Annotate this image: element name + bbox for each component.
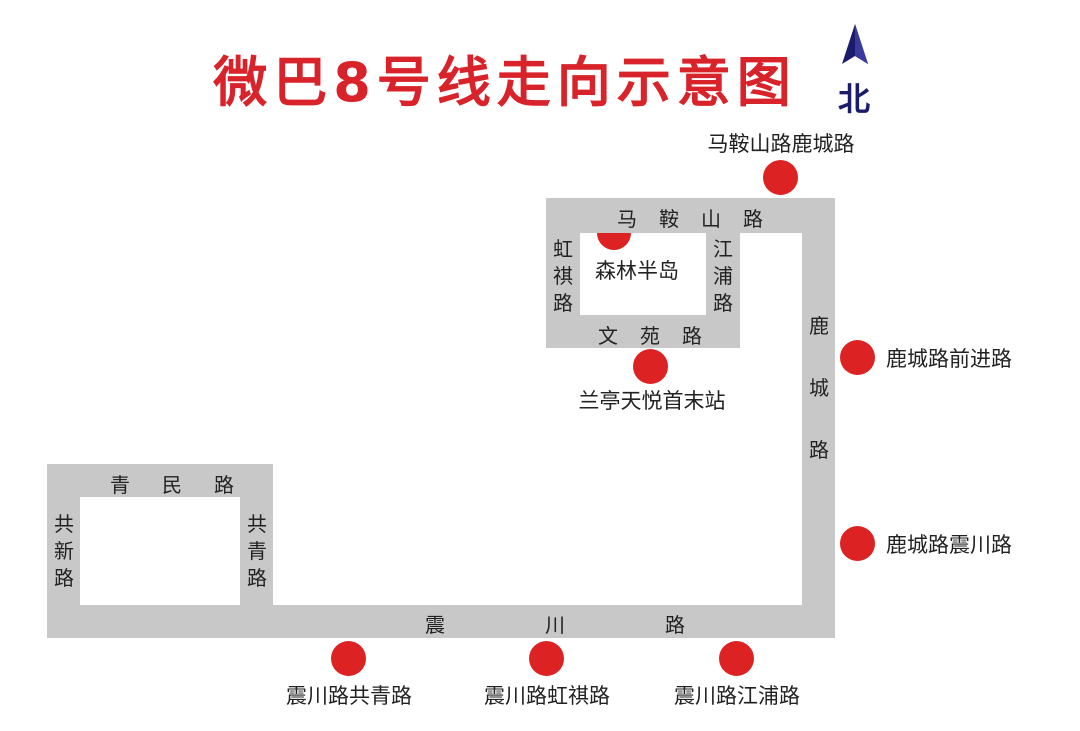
stop-label-zhenchuan-jiangpu: 震川路江浦路 — [674, 684, 800, 708]
stop-zhenchuan-gongqing[interactable] — [331, 641, 366, 676]
stop-lanting[interactable] — [633, 349, 668, 384]
road-label-qingmin: 青民路 — [110, 473, 266, 497]
stop-label-lucheng-zhenchuan: 鹿城路震川路 — [886, 533, 1012, 557]
stop-label-lanting: 兰亭天悦首末站 — [578, 389, 726, 413]
road-maanshan — [546, 198, 835, 233]
north-arrow-icon — [842, 24, 868, 64]
stop-label-zhenchuan-gongqing: 震川路共青路 — [286, 684, 412, 708]
stop-maanshan-lucheng[interactable] — [763, 160, 798, 195]
road-label-maanshan: 马鞍山路 — [617, 207, 785, 231]
map-title: 微巴8号线走向示意图 — [213, 51, 797, 114]
road-zhenchuan — [47, 605, 835, 638]
stop-zhenchuan-jiangpu[interactable] — [719, 641, 754, 676]
road-label-gongxin: 共新路 — [54, 512, 74, 590]
north-label: 北 — [838, 80, 871, 118]
stop-senlin[interactable] — [597, 233, 631, 250]
stop-lucheng-zhenchuan[interactable] — [840, 526, 875, 561]
stop-label-lucheng-qianjin: 鹿城路前进路 — [886, 347, 1012, 371]
stop-label-zhenchuan-hongqi: 震川路虹祺路 — [484, 684, 610, 708]
road-lucheng — [802, 198, 835, 638]
stop-zhenchuan-hongqi[interactable] — [529, 641, 564, 676]
road-qingmin — [47, 464, 273, 497]
stop-label-maanshan-lucheng: 马鞍山路鹿城路 — [707, 132, 855, 156]
road-label-zhenchuan: 震川路 — [425, 613, 785, 637]
road-label-jiangpu: 江浦路 — [713, 237, 733, 315]
stop-lucheng-qianjin[interactable] — [840, 340, 875, 375]
road-wenyuan — [546, 315, 740, 348]
road-label-hongqi: 虹祺路 — [553, 237, 573, 315]
road-label-lucheng: 鹿城路 — [809, 314, 829, 462]
road-label-wenyuan: 文苑路 — [598, 324, 724, 348]
road-label-gongqing: 共青路 — [247, 512, 267, 590]
stop-label-senlin: 森林半岛 — [595, 259, 679, 283]
